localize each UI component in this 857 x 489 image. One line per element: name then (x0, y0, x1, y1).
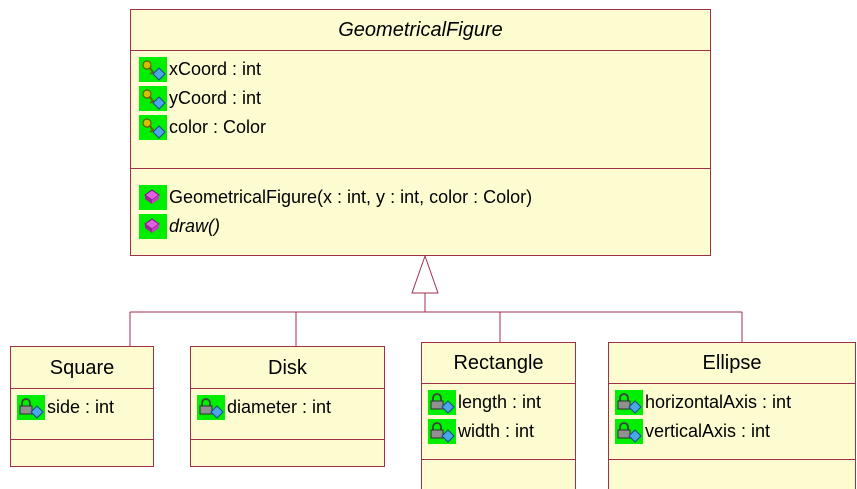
attributes-section: diameter : int (191, 389, 384, 440)
attribute-text: width : int (458, 421, 535, 441)
lock-attribute-icon (428, 390, 456, 415)
operation-text: GeometricalFigure(x : int, y : int, colo… (169, 187, 533, 207)
operation-row[interactable]: GeometricalFigure(x : int, y : int, colo… (131, 183, 710, 212)
attribute-row[interactable]: length : int (422, 388, 575, 417)
attribute-row[interactable]: width : int (422, 417, 575, 446)
attribute-text: yCoord : int (169, 88, 262, 108)
class-square[interactable]: Square side : int (10, 346, 154, 467)
attribute-row[interactable]: side : int (11, 393, 153, 422)
key-attribute-icon (139, 57, 167, 82)
attribute-row[interactable]: verticalAxis : int (609, 417, 855, 446)
attribute-row[interactable]: yCoord : int (131, 84, 710, 113)
lock-attribute-icon (615, 390, 643, 415)
class-rectangle[interactable]: Rectangle length : int width : int (421, 342, 576, 489)
key-attribute-icon (139, 115, 167, 140)
attribute-row[interactable]: xCoord : int (131, 55, 710, 84)
attribute-row[interactable]: horizontalAxis : int (609, 388, 855, 417)
key-attribute-icon (139, 86, 167, 111)
attribute-text: diameter : int (227, 397, 332, 417)
operation-row[interactable]: draw() (131, 212, 710, 241)
lock-attribute-icon (17, 395, 45, 420)
method-icon (139, 185, 167, 210)
class-name: Ellipse (609, 343, 855, 384)
class-disk[interactable]: Disk diameter : int (190, 346, 385, 467)
operation-text: draw() (169, 216, 221, 236)
operations-section: GeometricalFigure(x : int, y : int, colo… (131, 169, 710, 241)
class-name: Rectangle (422, 343, 575, 384)
attribute-text: horizontalAxis : int (645, 392, 792, 412)
attribute-text: xCoord : int (169, 59, 262, 79)
attributes-section: horizontalAxis : int verticalAxis : int (609, 384, 855, 460)
lock-attribute-icon (428, 419, 456, 444)
attributes-section: side : int (11, 389, 153, 440)
attributes-section: length : int width : int (422, 384, 575, 460)
lock-attribute-icon (615, 419, 643, 444)
attribute-row[interactable]: color : Color (131, 113, 710, 142)
class-name: Disk (191, 347, 384, 389)
class-name: Square (11, 347, 153, 389)
attribute-text: verticalAxis : int (645, 421, 771, 441)
lock-attribute-icon (197, 395, 225, 420)
attributes-section: xCoord : int yCoord : int (131, 51, 710, 169)
attribute-text: length : int (458, 392, 542, 412)
class-geometricalfigure[interactable]: GeometricalFigure xCoord : int (130, 9, 711, 256)
attribute-text: color : Color (169, 117, 267, 137)
attribute-row[interactable]: diameter : int (191, 393, 384, 422)
generalization-arrowhead (411, 254, 439, 294)
attribute-text: side : int (47, 397, 115, 417)
class-name: GeometricalFigure (131, 10, 710, 51)
class-ellipse[interactable]: Ellipse horizontalAxis : int verticalAxi (608, 342, 856, 489)
method-icon (139, 214, 167, 239)
